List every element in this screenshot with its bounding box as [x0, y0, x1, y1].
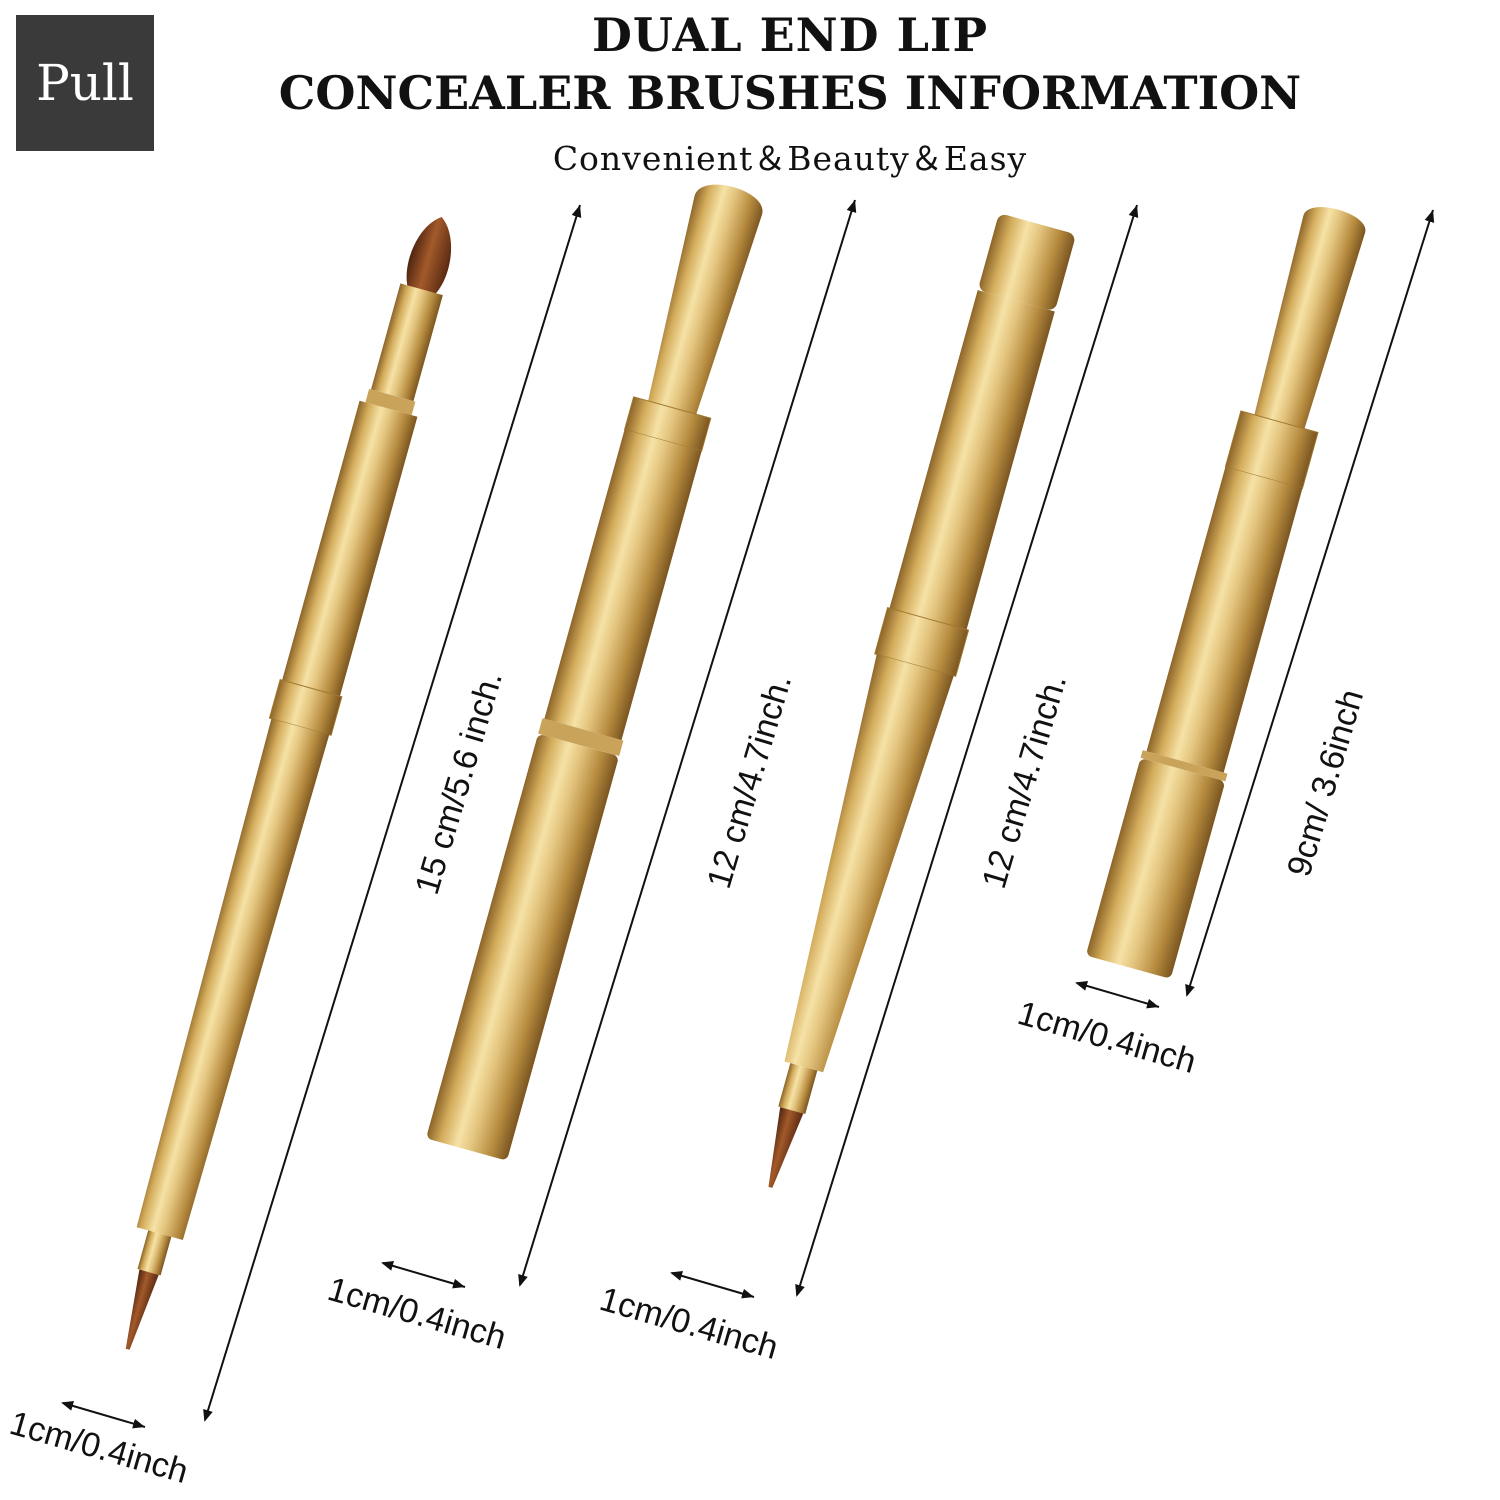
title-line-1: DUAL END LIP [591, 8, 989, 62]
length-arrow-1 [203, 204, 582, 1422]
length-arrow-4 [1185, 209, 1435, 997]
width-arrow-2 [381, 1261, 466, 1289]
length-arrow-3 [795, 204, 1139, 1297]
width-arrow-4 [1075, 981, 1160, 1009]
brush-1 [125, 217, 452, 1350]
brush-4 [1087, 207, 1366, 978]
pull-badge-label: Pull [36, 54, 134, 112]
width-arrow-1 [61, 1401, 146, 1429]
title-line-2: CONCEALER BRUSHES INFORMATION [278, 66, 1302, 120]
tagline: Convenient＆Beauty＆Easy [552, 139, 1028, 178]
width-arrow-3 [670, 1271, 755, 1299]
pull-badge: Pull [16, 15, 154, 151]
